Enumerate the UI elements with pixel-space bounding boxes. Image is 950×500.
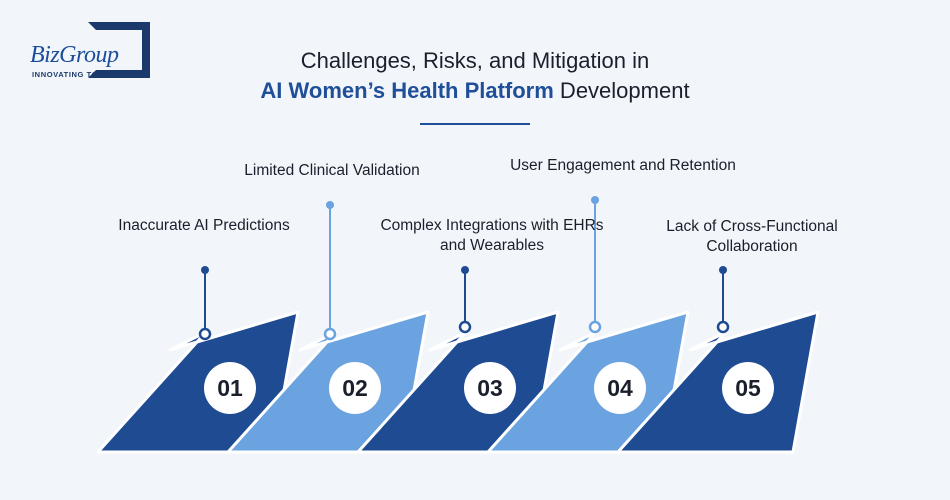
step-number-circle-03 xyxy=(464,362,516,414)
step-dot-05 xyxy=(719,266,727,274)
step-number-01: 01 xyxy=(217,375,243,401)
logo-tagline: INNOVATING TOGETHER xyxy=(32,70,133,79)
step-anchor-01 xyxy=(198,327,212,341)
step-dot-01 xyxy=(201,266,209,274)
step-label-05: Lack of Cross-Functional Collaboration xyxy=(666,218,838,255)
step-anchor-04 xyxy=(588,320,602,334)
title-highlight: AI Women’s Health Platform xyxy=(260,78,554,103)
step-number-04: 04 xyxy=(607,375,633,401)
title-rest: Development xyxy=(553,78,690,103)
title-divider xyxy=(420,123,530,125)
logo: BizGroup xyxy=(30,42,119,68)
step-label-04: User Engagement and Retention xyxy=(510,157,736,174)
page-title-line2: AI Women’s Health Platform Development xyxy=(0,78,950,104)
step-dot-04 xyxy=(591,196,599,204)
page-title-line1: Challenges, Risks, and Mitigation in xyxy=(300,48,650,73)
step-number-circle-04 xyxy=(594,362,646,414)
step-label-03: Complex Integrations with EHRs and Weara… xyxy=(380,217,604,254)
step-anchor-03 xyxy=(458,320,472,334)
logo-frame xyxy=(88,22,150,78)
step-label-02: Limited Clinical Validation xyxy=(244,162,420,179)
step-number-circle-02 xyxy=(329,362,381,414)
step-anchor-02 xyxy=(323,327,337,341)
step-anchor-05 xyxy=(716,320,730,334)
step-arrow-05 xyxy=(616,310,820,454)
step-number-circle-05 xyxy=(722,362,774,414)
step-number-circle-01 xyxy=(204,362,256,414)
step-number-03: 03 xyxy=(477,375,503,401)
step-number-02: 02 xyxy=(342,375,368,401)
step-dot-03 xyxy=(461,266,469,274)
step-dot-02 xyxy=(326,201,334,209)
step-number-05: 05 xyxy=(735,375,761,401)
step-label-01: Inaccurate AI Predictions xyxy=(118,217,290,234)
